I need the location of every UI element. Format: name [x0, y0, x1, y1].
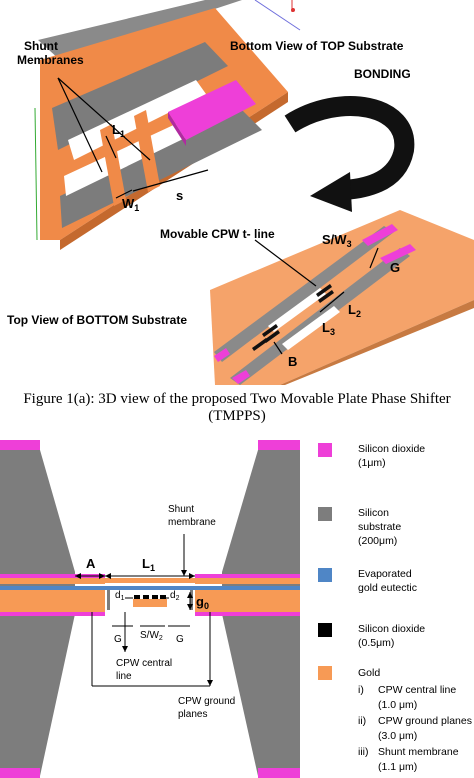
dim-L1: L1 — [112, 122, 125, 139]
gold-item-num: ii) — [358, 715, 366, 727]
legend-label: Silicon dioxide — [358, 623, 425, 635]
fig2-dimension-lines — [75, 534, 211, 687]
movable-cpw-label: Movable CPW t- line — [160, 227, 275, 241]
gold-item-value: (3.0 μm) — [378, 730, 417, 742]
legend-swatch-thin-oxide — [318, 623, 332, 637]
bottom-view-label: Bottom View of TOP Substrate — [230, 39, 404, 53]
figure-1a-caption-line-1: Figure 1(a): 3D view of the proposed Two… — [23, 391, 451, 407]
shunt-membrane-label-1: Shunt — [168, 504, 194, 515]
legend-swatch-gold — [318, 666, 332, 680]
legend-label: substrate — [358, 521, 401, 533]
top-view-label: Top View of BOTTOM Substrate — [7, 313, 187, 327]
shunt-membrane-label-2: membrane — [168, 517, 216, 528]
cpw-central-conductor — [133, 595, 167, 607]
dim-SW2: S/W2 — [140, 630, 163, 642]
figure-1a-caption-line-2: (TMPPS) — [208, 408, 266, 424]
legend-label: (1μm) — [358, 457, 386, 469]
gap-wall — [190, 590, 193, 610]
dim-W1: W1 — [122, 196, 139, 213]
dim-SW3: S/W3 — [322, 232, 352, 249]
legend-swatch-eutectic — [318, 568, 332, 582]
shunt-membranes-label-2: Membranes — [17, 53, 84, 67]
dim-g0: g0 — [196, 594, 209, 611]
cpw-ground-label-2: planes — [178, 709, 207, 720]
top-plate-layers — [0, 574, 300, 584]
legend-swatch-oxide — [318, 443, 332, 457]
top-substrate-3d — [38, 0, 288, 250]
gold-item-value: (1.1 μm) — [378, 761, 417, 773]
gold-item-label: Shunt membrane — [378, 746, 459, 758]
dim-d2: d2 — [170, 590, 180, 602]
legend-label: Silicon — [358, 507, 389, 519]
bottom-substrate-3d — [210, 210, 474, 385]
dim-s: s — [176, 188, 183, 203]
legend-label: Silicon dioxide — [358, 443, 425, 455]
gap-wall — [107, 590, 110, 610]
axis-line — [254, 0, 301, 31]
gold-item-num: i) — [358, 684, 364, 696]
dim-L3: L3 — [322, 320, 335, 337]
legend-label: (200μm) — [358, 535, 397, 547]
axis-line — [34, 107, 38, 241]
legend-label: Evaporated — [358, 568, 412, 580]
dim-G-left: G — [114, 634, 122, 645]
dim-L2: L2 — [348, 302, 361, 319]
dim-B: B — [288, 354, 297, 369]
legend-label: gold eutectic — [358, 582, 417, 594]
fig2-arrowheads — [75, 570, 213, 686]
legend: Silicon dioxide (1μm) Silicon substrate … — [318, 443, 472, 773]
cpw-ground-label-1: CPW ground — [178, 696, 235, 707]
dim-G: G — [390, 260, 400, 275]
gold-item-label: CPW ground planes — [378, 715, 472, 727]
gold-item-label: CPW central line — [378, 684, 456, 696]
dim-d1: d1 — [115, 590, 125, 602]
bonding-label: BONDING — [354, 67, 411, 81]
gold-item-value: (1.0 μm) — [378, 699, 417, 711]
dim-L1-section: L1 — [142, 556, 155, 573]
figure-cross-section: Shunt membrane A L1 d1 d2 g0 G S/W2 G CP… — [0, 440, 472, 778]
gold-item-num: iii) — [358, 746, 369, 758]
axis-origin — [291, 8, 295, 12]
bottom-plate-layers — [0, 586, 300, 616]
legend-label: (0.5μm) — [358, 637, 394, 649]
cpw-central-label-2: line — [116, 671, 132, 682]
fig1-pointer-lines — [57, 77, 379, 355]
dim-A: A — [86, 556, 96, 571]
cpw-central-label-1: CPW central — [116, 658, 172, 669]
legend-label: Gold — [358, 667, 380, 679]
figure-1a-3d-view: Shunt Membranes Bottom View of TOP Subst… — [7, 0, 474, 385]
legend-swatch-silicon — [318, 507, 332, 521]
dim-G-right: G — [176, 634, 184, 645]
shunt-membranes-label-1: Shunt — [24, 39, 58, 53]
bonding-arrow — [284, 96, 415, 212]
